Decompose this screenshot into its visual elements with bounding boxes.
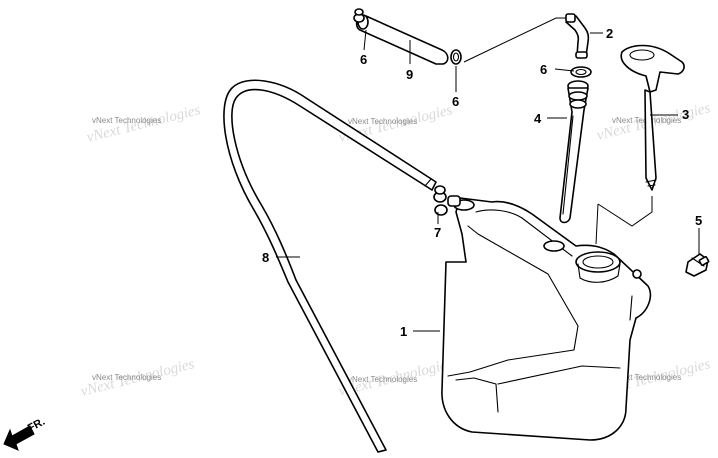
callout-part-6-right: 6 xyxy=(540,62,547,77)
callout-part-9: 9 xyxy=(406,67,413,82)
callout-part-6-left: 6 xyxy=(360,52,367,67)
callout-part-5: 5 xyxy=(695,213,702,228)
front-label: FR. xyxy=(26,416,47,435)
reservoir-tank-part-1 xyxy=(441,195,652,441)
watermark-text: vNext Technologies xyxy=(348,117,417,126)
watermark-text: vNext Technologies xyxy=(612,373,681,382)
front-arrow-icon xyxy=(3,425,35,451)
callout-part-3: 3 xyxy=(682,107,689,122)
clip-part-6-top-left xyxy=(353,8,365,23)
callout-part-7: 7 xyxy=(434,225,441,240)
callout-part-1: 1 xyxy=(400,324,407,339)
elbow-fitting-part-2 xyxy=(565,13,590,59)
callout-part-2: 2 xyxy=(606,26,613,41)
filler-neck-part-4 xyxy=(559,80,589,224)
clip-part-6-neck xyxy=(570,66,592,78)
callout-part-4: 4 xyxy=(534,111,542,126)
watermark-text: vNext Technologies xyxy=(348,375,417,384)
drain-bolt-part-5 xyxy=(685,253,710,277)
connection-lines xyxy=(463,17,653,245)
watermark-text: vNext Technologies xyxy=(92,373,161,382)
clip-part-6-hose-end xyxy=(450,49,462,65)
watermark-text: vNext Technologies xyxy=(92,116,161,125)
clip-part-7 xyxy=(433,185,448,216)
front-direction-indicator: FR. xyxy=(3,416,47,451)
callout-part-8: 8 xyxy=(262,250,269,265)
overflow-tube-part-8 xyxy=(223,79,437,453)
callout-part-6-middle: 6 xyxy=(452,94,459,109)
callout-labels: 2 3 4 5 1 8 6 9 6 6 7 xyxy=(262,26,702,339)
hose-part-9 xyxy=(355,14,449,65)
cap-dipstick-part-3 xyxy=(620,44,685,191)
leader-lines xyxy=(276,29,700,332)
